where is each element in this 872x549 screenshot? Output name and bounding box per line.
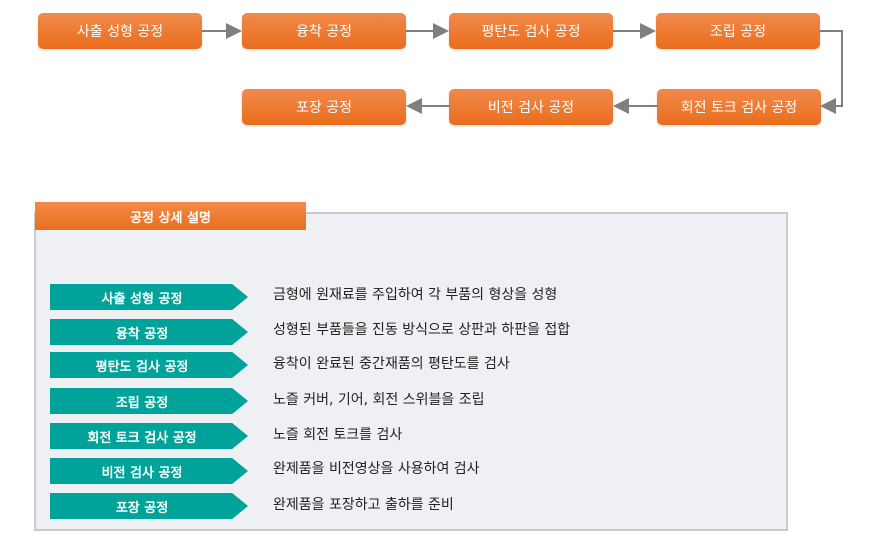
detail-desc: 노즐 커버, 기어, 회전 스위블을 조립	[273, 392, 485, 408]
flow-step-flatness: 평탄도 검사 공정	[449, 13, 613, 49]
flow-step-welding: 융착 공정	[242, 13, 406, 49]
detail-desc: 성형된 부품들을 진동 방식으로 상판과 하판을 접합	[273, 322, 571, 338]
detail-desc: 완제품을 비전영상을 사용하여 검사	[273, 461, 480, 477]
detail-label: 융착 공정	[50, 319, 248, 345]
detail-label: 회전 토크 검사 공정	[50, 423, 248, 449]
detail-label: 포장 공정	[50, 493, 248, 519]
detail-label: 비전 검사 공정	[50, 458, 248, 484]
flow-step-vision: 비전 검사 공정	[449, 89, 613, 125]
detail-label: 평탄도 검사 공정	[50, 352, 248, 378]
flow-step-injection: 사출 성형 공정	[38, 13, 202, 49]
detail-label: 조립 공정	[50, 388, 248, 414]
detail-desc: 완제품을 포장하고 출하를 준비	[273, 497, 454, 513]
detail-desc: 금형에 원재료를 주입하여 각 부품의 형상을 성형	[273, 287, 558, 303]
details-title: 공정 상세 설명	[35, 202, 306, 230]
flow-step-packing: 포장 공정	[242, 89, 406, 125]
flow-step-assembly: 조립 공정	[656, 13, 820, 49]
detail-desc: 노즐 회전 토크를 검사	[273, 427, 403, 443]
flow-step-torque: 회전 토크 검사 공정	[657, 89, 821, 125]
detail-label: 사출 성형 공정	[50, 284, 248, 310]
detail-desc: 융착이 완료된 중간재품의 평탄도를 검사	[273, 356, 510, 372]
